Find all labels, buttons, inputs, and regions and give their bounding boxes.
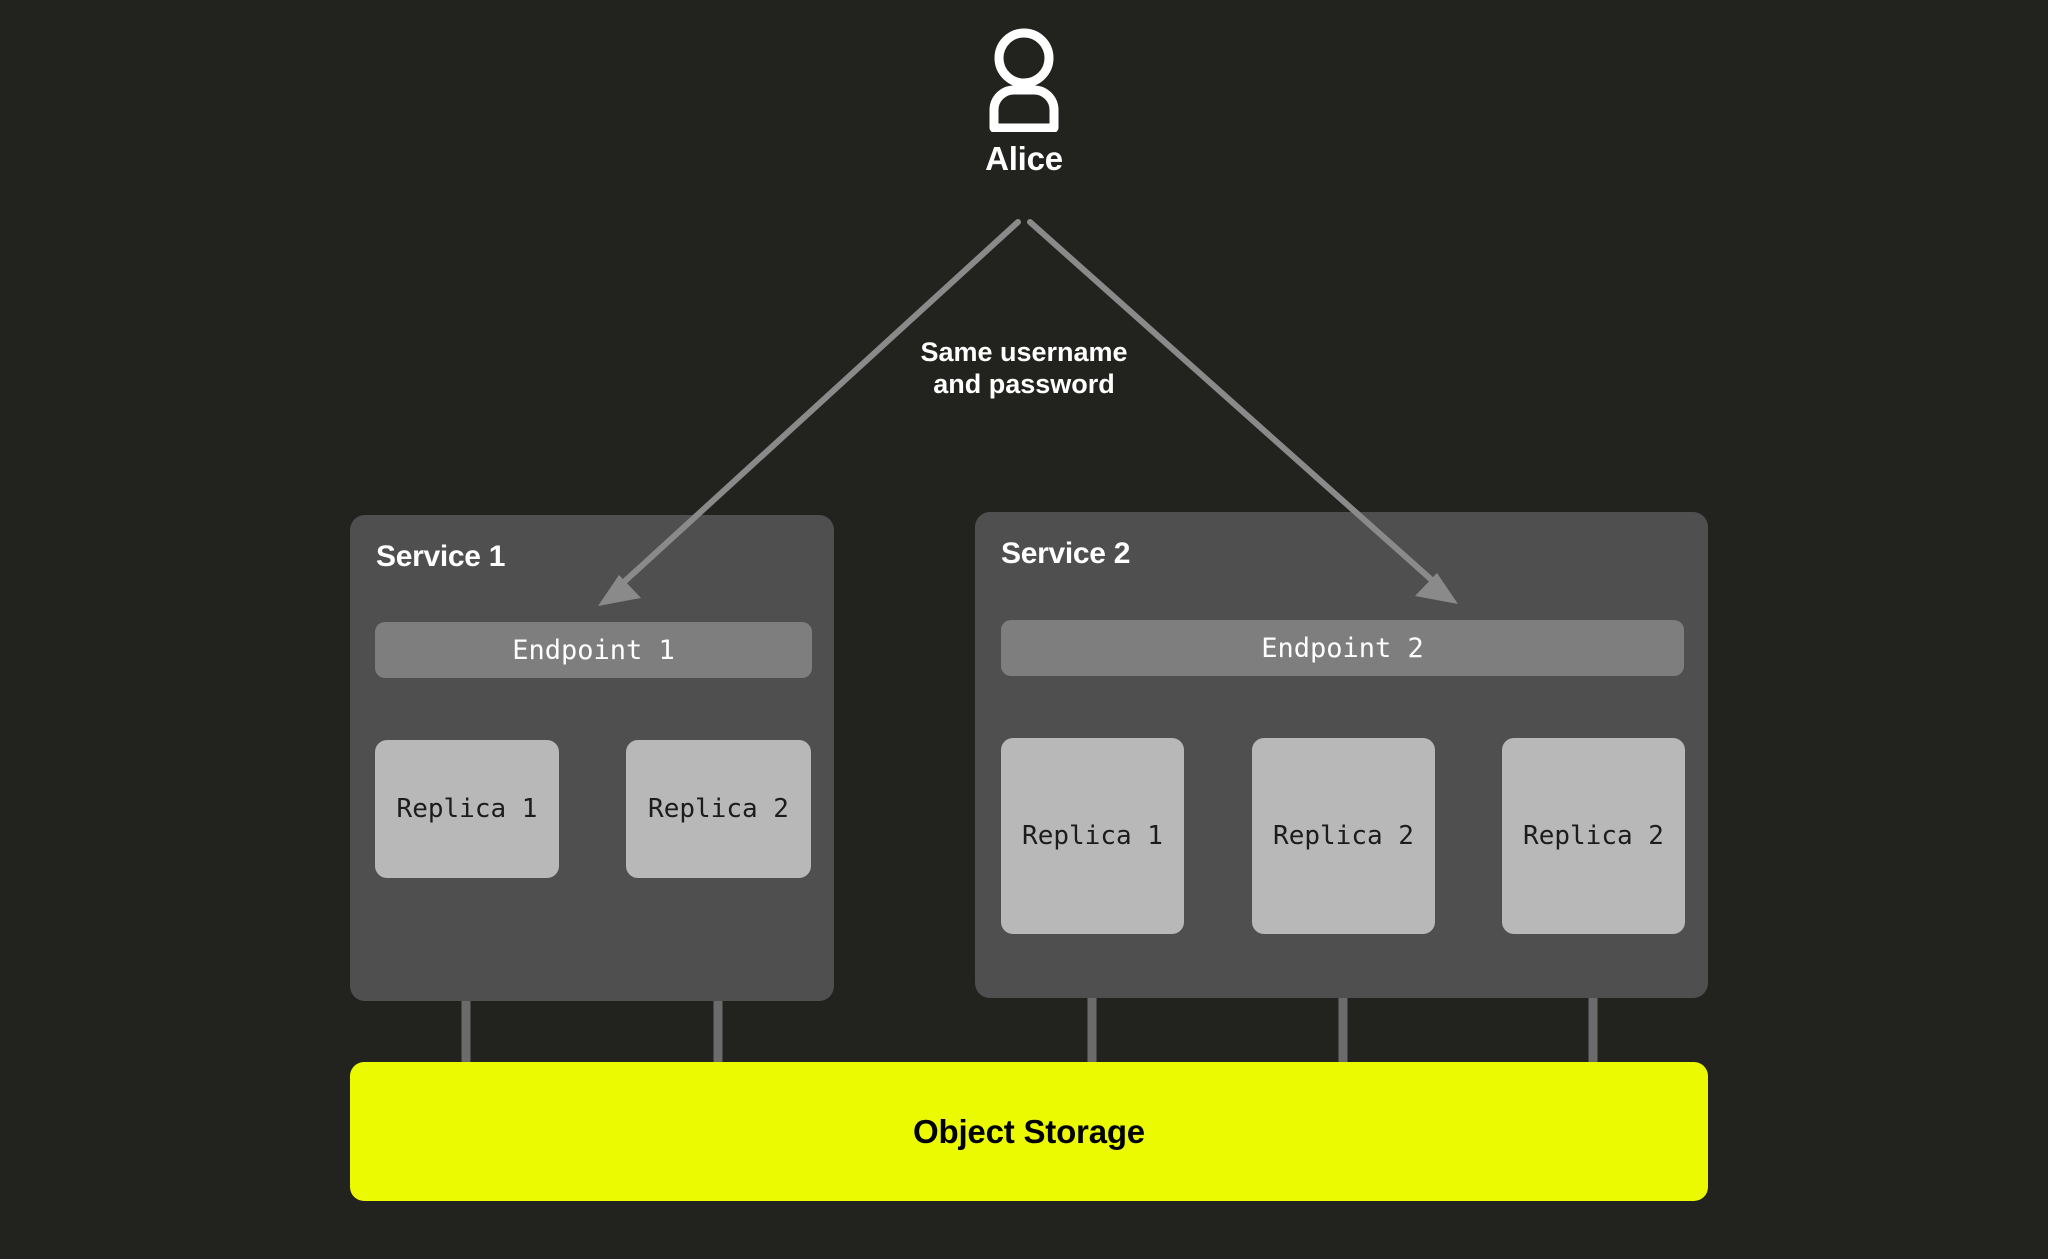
service-2-replica-1[interactable]: Replica 1 [1001, 738, 1184, 934]
service-2-replica-2[interactable]: Replica 2 [1252, 738, 1435, 934]
endpoint-2[interactable]: Endpoint 2 [1001, 620, 1684, 676]
person-icon [989, 28, 1059, 132]
service-1-replica-2[interactable]: Replica 2 [626, 740, 811, 878]
edge-annotation: Same username and password [0, 337, 2048, 401]
edge-annotation-line-2: and password [933, 368, 1115, 399]
edge-annotation-line-1: Same username [920, 337, 1128, 367]
actor-alice: Alice [0, 28, 2048, 178]
service-1-title: Service 1 [376, 540, 506, 573]
endpoint-1[interactable]: Endpoint 1 [375, 622, 812, 678]
service-2-title: Service 2 [1001, 537, 1131, 570]
actor-label: Alice [985, 140, 1063, 177]
service-1-replica-1[interactable]: Replica 1 [375, 740, 559, 878]
service-2-replica-3[interactable]: Replica 2 [1502, 738, 1685, 934]
object-storage-bar[interactable]: Object Storage [350, 1062, 1708, 1201]
object-storage-label: Object Storage [913, 1112, 1145, 1150]
